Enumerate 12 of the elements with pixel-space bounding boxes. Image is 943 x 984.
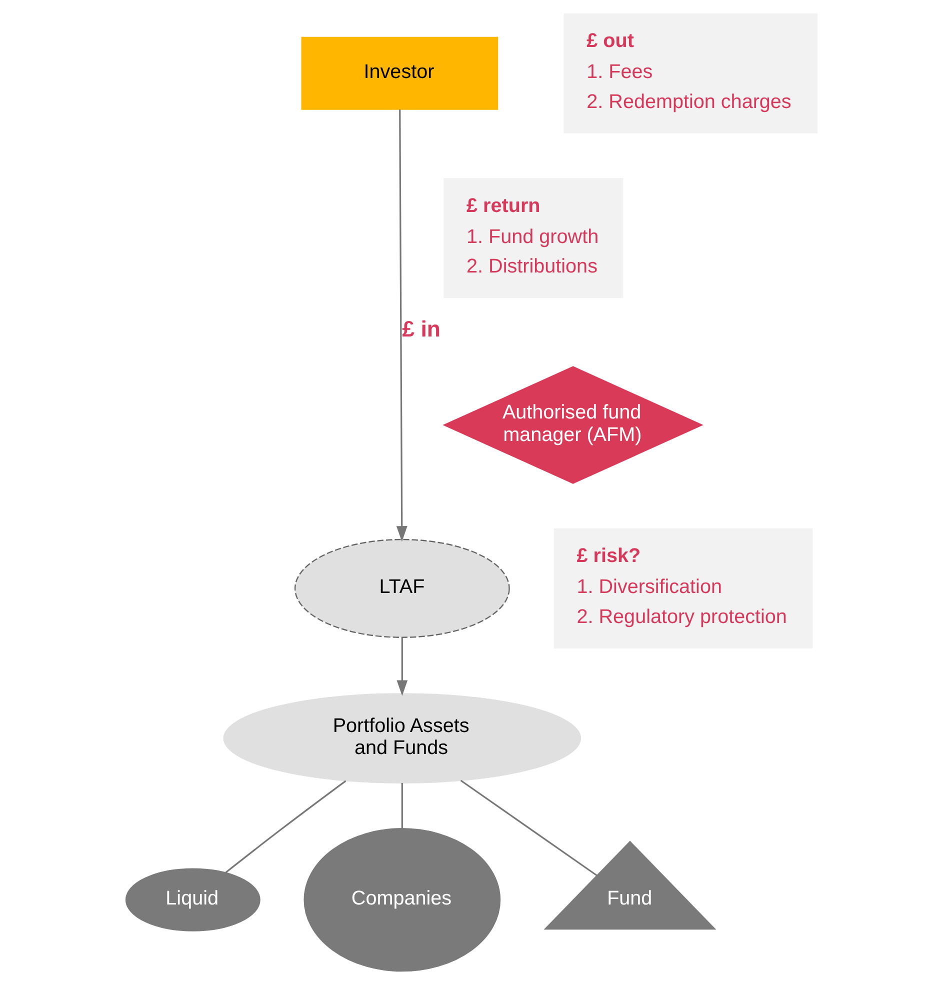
connector bbox=[401, 782, 403, 828]
edge-label: £ in bbox=[402, 316, 441, 341]
connector bbox=[225, 780, 346, 873]
node-diamond: Authorised fund manager (AFM) bbox=[442, 366, 704, 484]
node-ellipse: Liquid bbox=[125, 868, 260, 931]
arrow bbox=[396, 108, 408, 542]
connector bbox=[460, 779, 598, 876]
node-ellipse: Portfolio Assets and Funds bbox=[223, 692, 582, 783]
node-ellipse: Companies bbox=[304, 828, 501, 972]
node-box: Investor bbox=[301, 36, 498, 110]
arrow bbox=[396, 637, 408, 696]
node-ellipse: LTAF bbox=[294, 538, 510, 638]
